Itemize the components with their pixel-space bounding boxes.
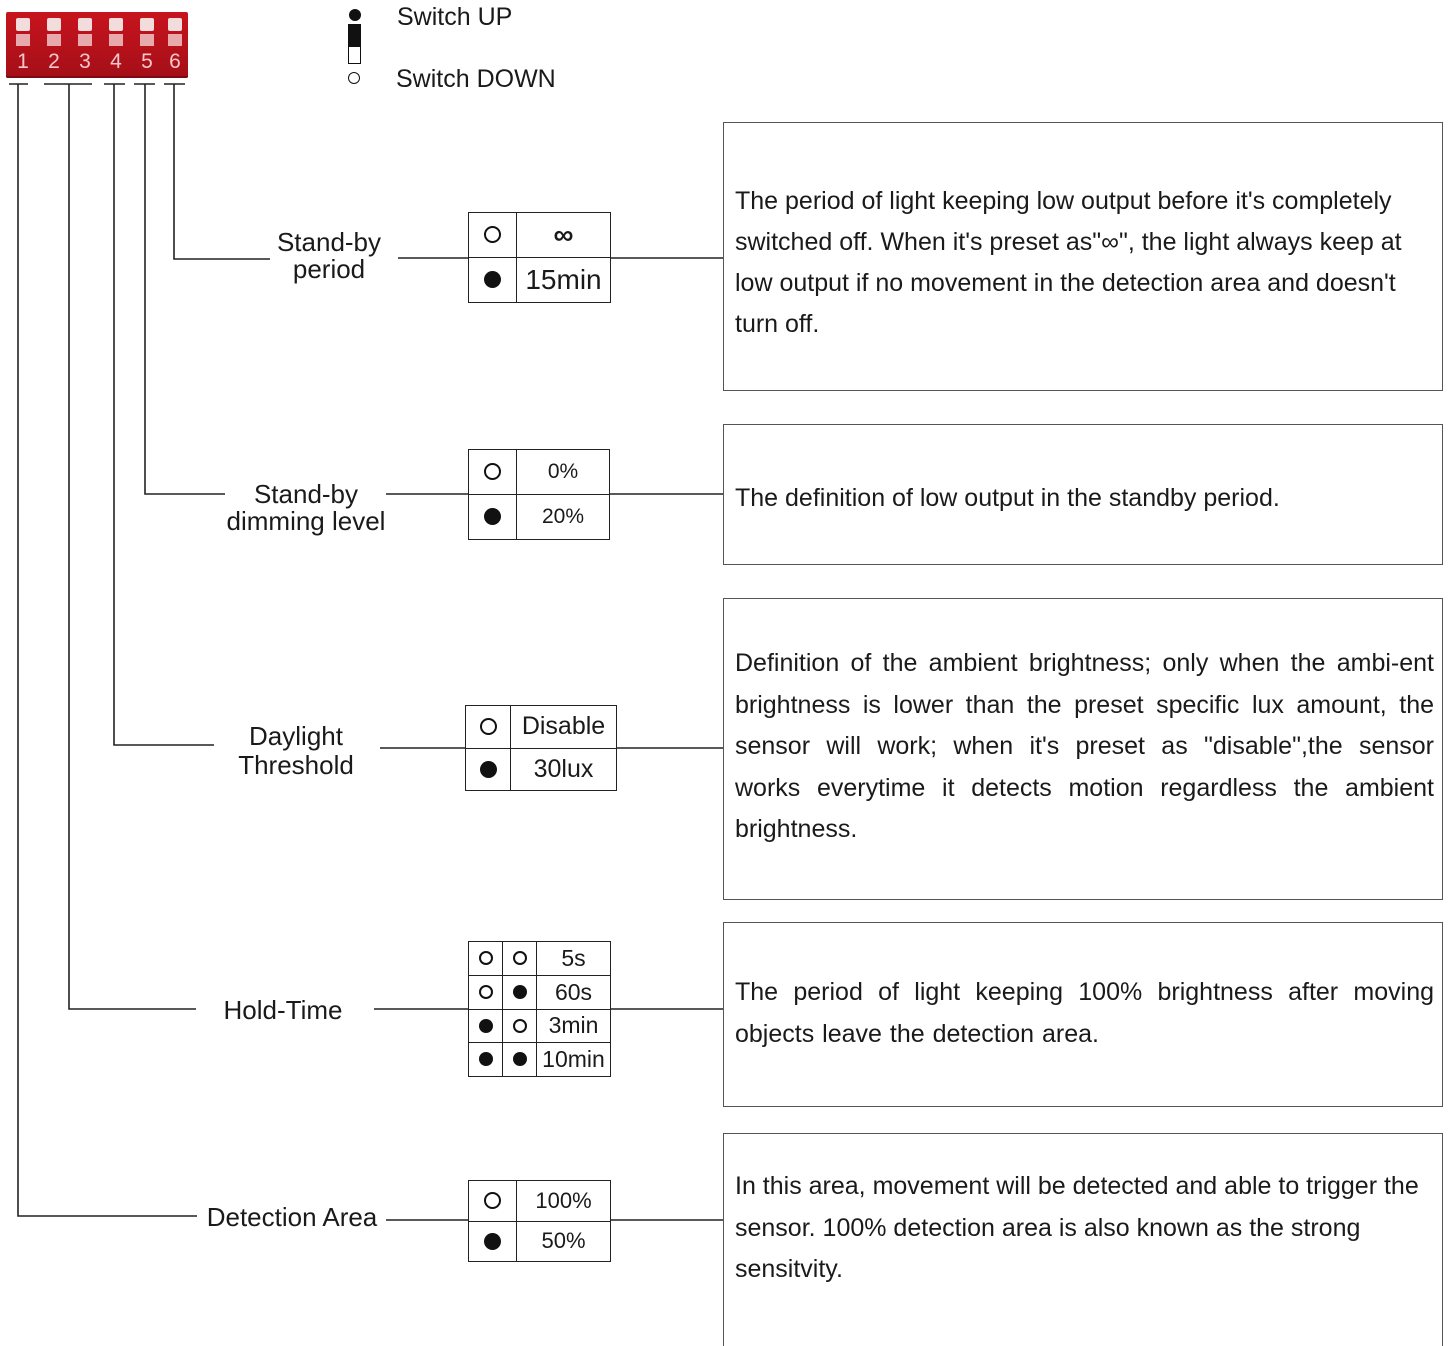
connector-switch-4	[104, 83, 214, 746]
switch-down-icon	[484, 271, 501, 289]
label-detection-area: Detection Area	[206, 1202, 378, 1232]
dip-switch-2	[43, 18, 65, 50]
legend-switch-down: Switch DOWN	[396, 65, 556, 93]
option-value: Disable	[510, 705, 617, 749]
table-row: ∞	[468, 212, 611, 258]
switch-down-icon	[484, 508, 501, 526]
switch-down-icon	[512, 1052, 527, 1067]
label-standby-period: Stand-by period	[276, 227, 382, 284]
option-value: 3min	[536, 1008, 611, 1044]
table-row: 60s	[468, 974, 611, 1010]
switch-up-icon	[479, 718, 497, 736]
dip-number-5: 5	[141, 50, 153, 73]
option-value: 0%	[516, 449, 610, 495]
connector-switch-1	[9, 83, 197, 1217]
dip-number-1: 1	[17, 50, 29, 73]
connector-switch-5	[134, 83, 225, 495]
dip-switch-5	[136, 18, 158, 50]
dip-switch-4	[105, 18, 127, 50]
table-row: 10min	[468, 1042, 611, 1077]
option-value: 100%	[516, 1180, 611, 1222]
option-value: 30lux	[510, 747, 617, 791]
switch-up-icon	[484, 463, 501, 481]
table-row: 100%	[468, 1180, 611, 1222]
dip-number-3: 3	[79, 50, 91, 73]
label-daylight-threshold: Daylight Threshold	[238, 721, 354, 780]
option-value: 10min	[536, 1042, 611, 1077]
description-standby-period: The period of light keeping low output b…	[723, 122, 1443, 391]
standby-period-options: ∞ 15min	[468, 212, 611, 303]
label-hold-time: Hold-Time	[223, 995, 343, 1025]
table-row: 0%	[468, 449, 610, 495]
label-standby-dimming-level: Stand-by dimming level	[226, 479, 386, 536]
switch-down-icon	[512, 984, 527, 999]
option-value: 5s	[536, 941, 611, 976]
table-row: 50%	[468, 1220, 611, 1262]
hold-time-options: 5s 60s 3min 10min	[468, 941, 611, 1077]
table-row: 15min	[468, 257, 611, 303]
description-hold-time: The period of light keeping 100% brightn…	[723, 922, 1443, 1107]
description-daylight-threshold: Definition of the ambient brightness; on…	[723, 598, 1443, 900]
switch-down-icon	[479, 760, 497, 778]
dip-switch-6	[164, 18, 186, 50]
switch-up-icon	[512, 951, 527, 966]
connector-switch-6	[164, 83, 270, 260]
table-row: 3min	[468, 1008, 611, 1044]
switch-down-ring-icon	[348, 72, 360, 84]
dip-number-4: 4	[110, 50, 122, 73]
switch-up-icon	[484, 1192, 501, 1210]
table-row: Disable	[465, 705, 617, 749]
option-value: 50%	[516, 1220, 611, 1262]
description-standby-dimming: The definition of low output in the stan…	[723, 424, 1443, 565]
dip-switch-block: 1 2 3 4 5 6	[6, 12, 188, 78]
description-detection-area: In this area, movement will be detected …	[723, 1133, 1443, 1346]
option-value: ∞	[516, 212, 611, 258]
daylight-threshold-options: Disable 30lux	[465, 705, 617, 791]
connector-switch-2-3	[44, 83, 196, 1010]
option-value: 20%	[516, 494, 610, 540]
option-value: 60s	[536, 974, 611, 1010]
dip-number-6: 6	[169, 50, 181, 73]
legend-switch-up: Switch UP	[397, 3, 513, 31]
switch-up-icon	[512, 1018, 527, 1033]
detection-area-options: 100% 50%	[468, 1180, 611, 1262]
switch-toggle-icon	[348, 24, 361, 64]
dip-switch-1	[12, 18, 34, 50]
switch-down-icon	[478, 1052, 493, 1067]
switch-up-icon	[478, 951, 493, 966]
switch-up-icon	[478, 984, 493, 999]
option-value: 15min	[516, 257, 611, 303]
table-row: 20%	[468, 494, 610, 540]
switch-down-icon	[478, 1018, 493, 1033]
switch-up-icon	[484, 226, 501, 244]
dip-number-2: 2	[48, 50, 60, 73]
table-row: 5s	[468, 941, 611, 976]
switch-up-dot-icon	[349, 9, 361, 21]
table-row: 30lux	[465, 747, 617, 791]
switch-down-icon	[484, 1232, 501, 1250]
standby-dimming-options: 0% 20%	[468, 449, 610, 540]
dip-switch-3	[74, 18, 96, 50]
